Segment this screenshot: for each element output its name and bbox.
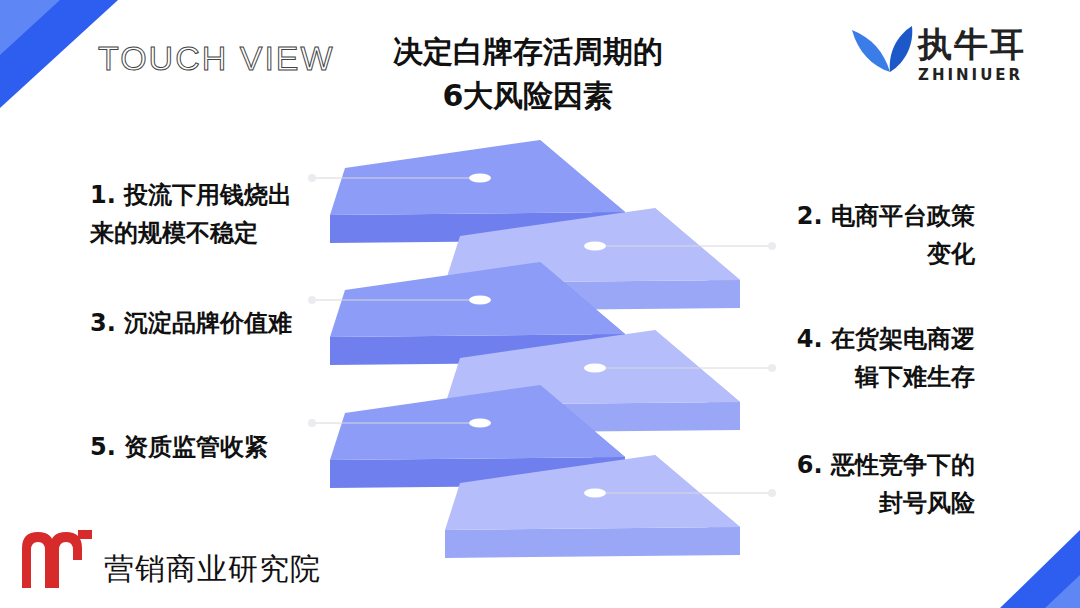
slab-front — [445, 527, 740, 558]
risk-item: 4. 在货架电商逻辑下难生存 — [783, 320, 975, 396]
risk-item: 3. 沉淀品牌价值难 — [90, 304, 304, 342]
leader-line — [595, 368, 772, 369]
corner-triangle — [0, 0, 60, 55]
institute-name: 营销商业研究院 — [104, 551, 321, 587]
risk-item: 6. 恶性竞争下的封号风险 — [783, 446, 975, 522]
leader-line — [312, 300, 480, 301]
leader-line — [595, 246, 772, 247]
slab-dot — [469, 419, 491, 428]
institute-logo-icon — [22, 530, 92, 588]
slab-dot — [469, 296, 491, 305]
corner-triangle — [1000, 530, 1080, 608]
watermark: TOUCH VIEW — [98, 38, 335, 79]
title: 决定白牌存活周期的 6大风险因素 — [378, 30, 678, 118]
slab-dot — [584, 242, 606, 251]
risk-item: 5. 资质监管收紧 — [90, 428, 304, 466]
leader-end — [768, 489, 776, 497]
leader-end — [768, 242, 776, 250]
leader-line — [595, 493, 772, 494]
risk-item: 2. 电商平台政策变化 — [783, 197, 975, 273]
slab-dot — [584, 489, 606, 498]
brand-latin: ZHINIUER — [918, 66, 1023, 84]
corner-triangle — [1045, 575, 1080, 608]
risk-item: 1. 投流下用钱烧出来的规模不稳定 — [90, 176, 304, 252]
leader-line — [312, 178, 480, 179]
brand-name: 执牛耳 — [918, 24, 1026, 65]
leader-end — [308, 296, 316, 304]
leader-end — [308, 419, 316, 427]
slab-dot — [584, 364, 606, 373]
slab-dot — [469, 174, 491, 183]
brand-logo-icon — [852, 26, 912, 72]
leader-line — [312, 423, 480, 424]
leader-end — [308, 174, 316, 182]
leader-end — [768, 364, 776, 372]
